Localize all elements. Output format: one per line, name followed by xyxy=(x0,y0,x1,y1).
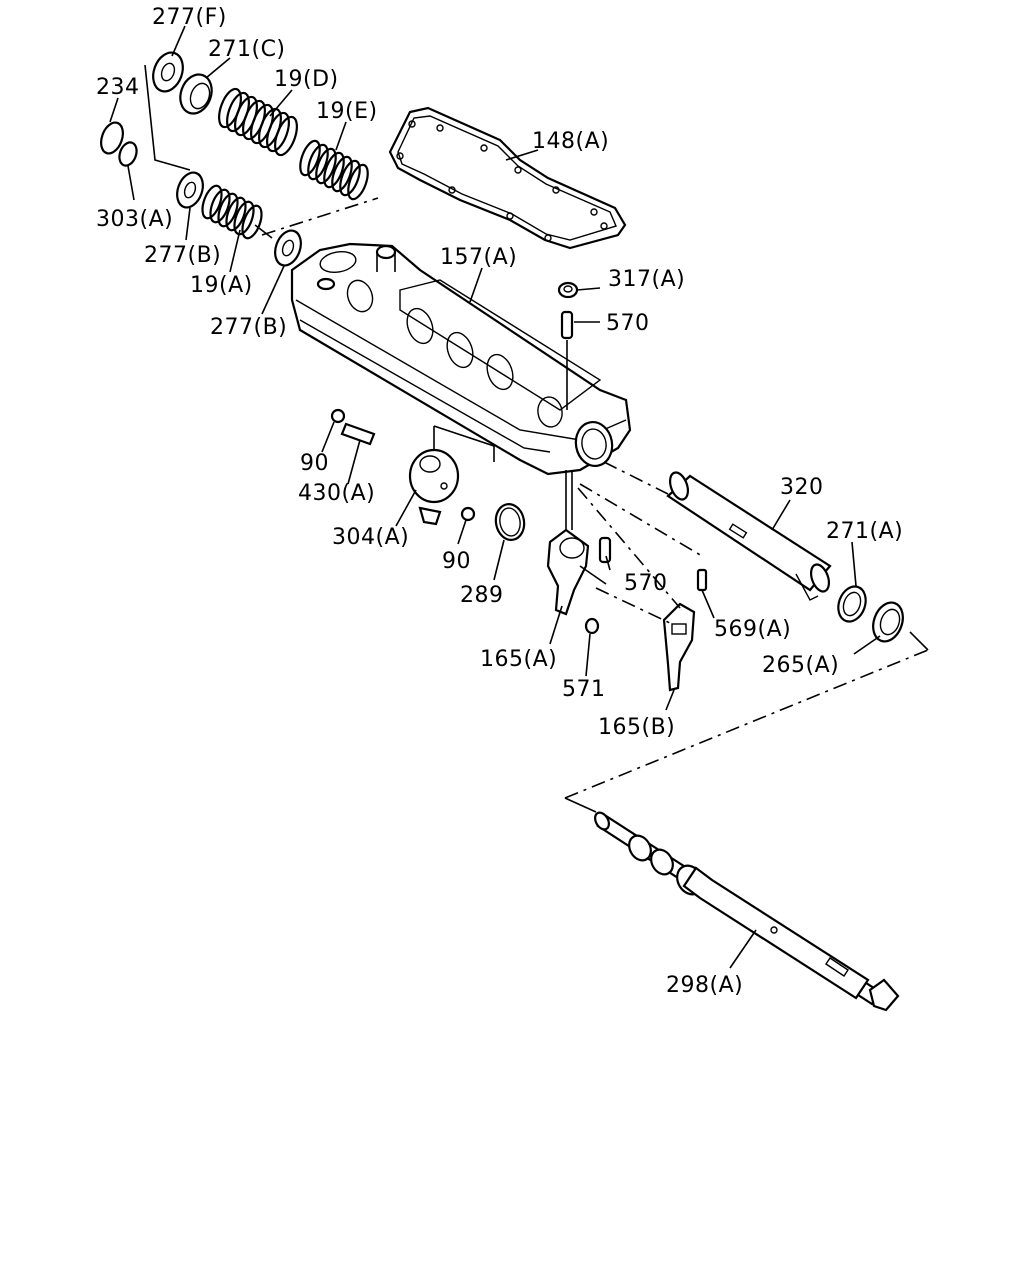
sleeve-320 xyxy=(603,461,832,601)
spring-19d xyxy=(218,87,298,157)
label-19d: 19(D) xyxy=(274,67,339,92)
pin-430a xyxy=(340,422,376,446)
spring-19a xyxy=(201,184,263,240)
label-271a: 271(A) xyxy=(826,519,903,544)
label-277b-2: 277(B) xyxy=(210,315,287,340)
label-304a: 304(A) xyxy=(332,525,409,550)
label-234: 234 xyxy=(96,75,140,100)
label-570-lower: 570 xyxy=(624,571,668,596)
label-569a: 569(A) xyxy=(714,617,791,642)
gasket-148a xyxy=(388,106,627,250)
label-317a: 317(A) xyxy=(608,267,685,292)
pin-569a xyxy=(579,483,708,592)
label-289: 289 xyxy=(460,583,504,608)
label-571: 571 xyxy=(562,677,606,702)
label-265a: 265(A) xyxy=(762,653,839,678)
spring-19e xyxy=(299,139,369,201)
label-19e: 19(E) xyxy=(316,99,378,124)
label-430a: 430(A) xyxy=(298,481,375,506)
label-157a: 157(A) xyxy=(440,245,517,270)
label-165a: 165(A) xyxy=(480,647,557,672)
label-570-upper: 570 xyxy=(606,311,650,336)
label-90-lower: 90 xyxy=(442,549,471,574)
ring-271a xyxy=(837,585,867,623)
label-303a: 303(A) xyxy=(96,207,173,232)
pin-570-upper xyxy=(560,310,600,410)
part-labels: 277(F) 271(C) 234 19(D) 19(E) 148(A) 303… xyxy=(96,5,903,998)
label-271c: 271(C) xyxy=(208,37,286,62)
lever-304a xyxy=(408,425,495,526)
label-298a: 298(A) xyxy=(666,973,743,998)
oring-90-upper xyxy=(330,408,346,424)
label-90-upper: 90 xyxy=(300,451,329,476)
pin-570-lower xyxy=(579,536,612,585)
label-320: 320 xyxy=(780,475,824,500)
label-277b-1: 277(B) xyxy=(144,243,221,268)
oring-289 xyxy=(494,503,526,541)
nut-571 xyxy=(584,617,600,635)
cap-317a xyxy=(557,281,601,299)
fork-165a xyxy=(546,470,590,616)
spring-assembly xyxy=(100,51,379,267)
plate-165b xyxy=(577,487,696,692)
shaft-298a xyxy=(564,631,929,1012)
housing-157a xyxy=(290,242,632,476)
label-148a: 148(A) xyxy=(532,129,609,154)
oring-90-lower xyxy=(460,506,476,522)
label-19a: 19(A) xyxy=(190,273,253,298)
bearing-265a xyxy=(872,601,904,643)
leader-lines xyxy=(109,25,881,969)
label-277f: 277(F) xyxy=(152,5,227,30)
label-165b: 165(B) xyxy=(598,715,675,740)
